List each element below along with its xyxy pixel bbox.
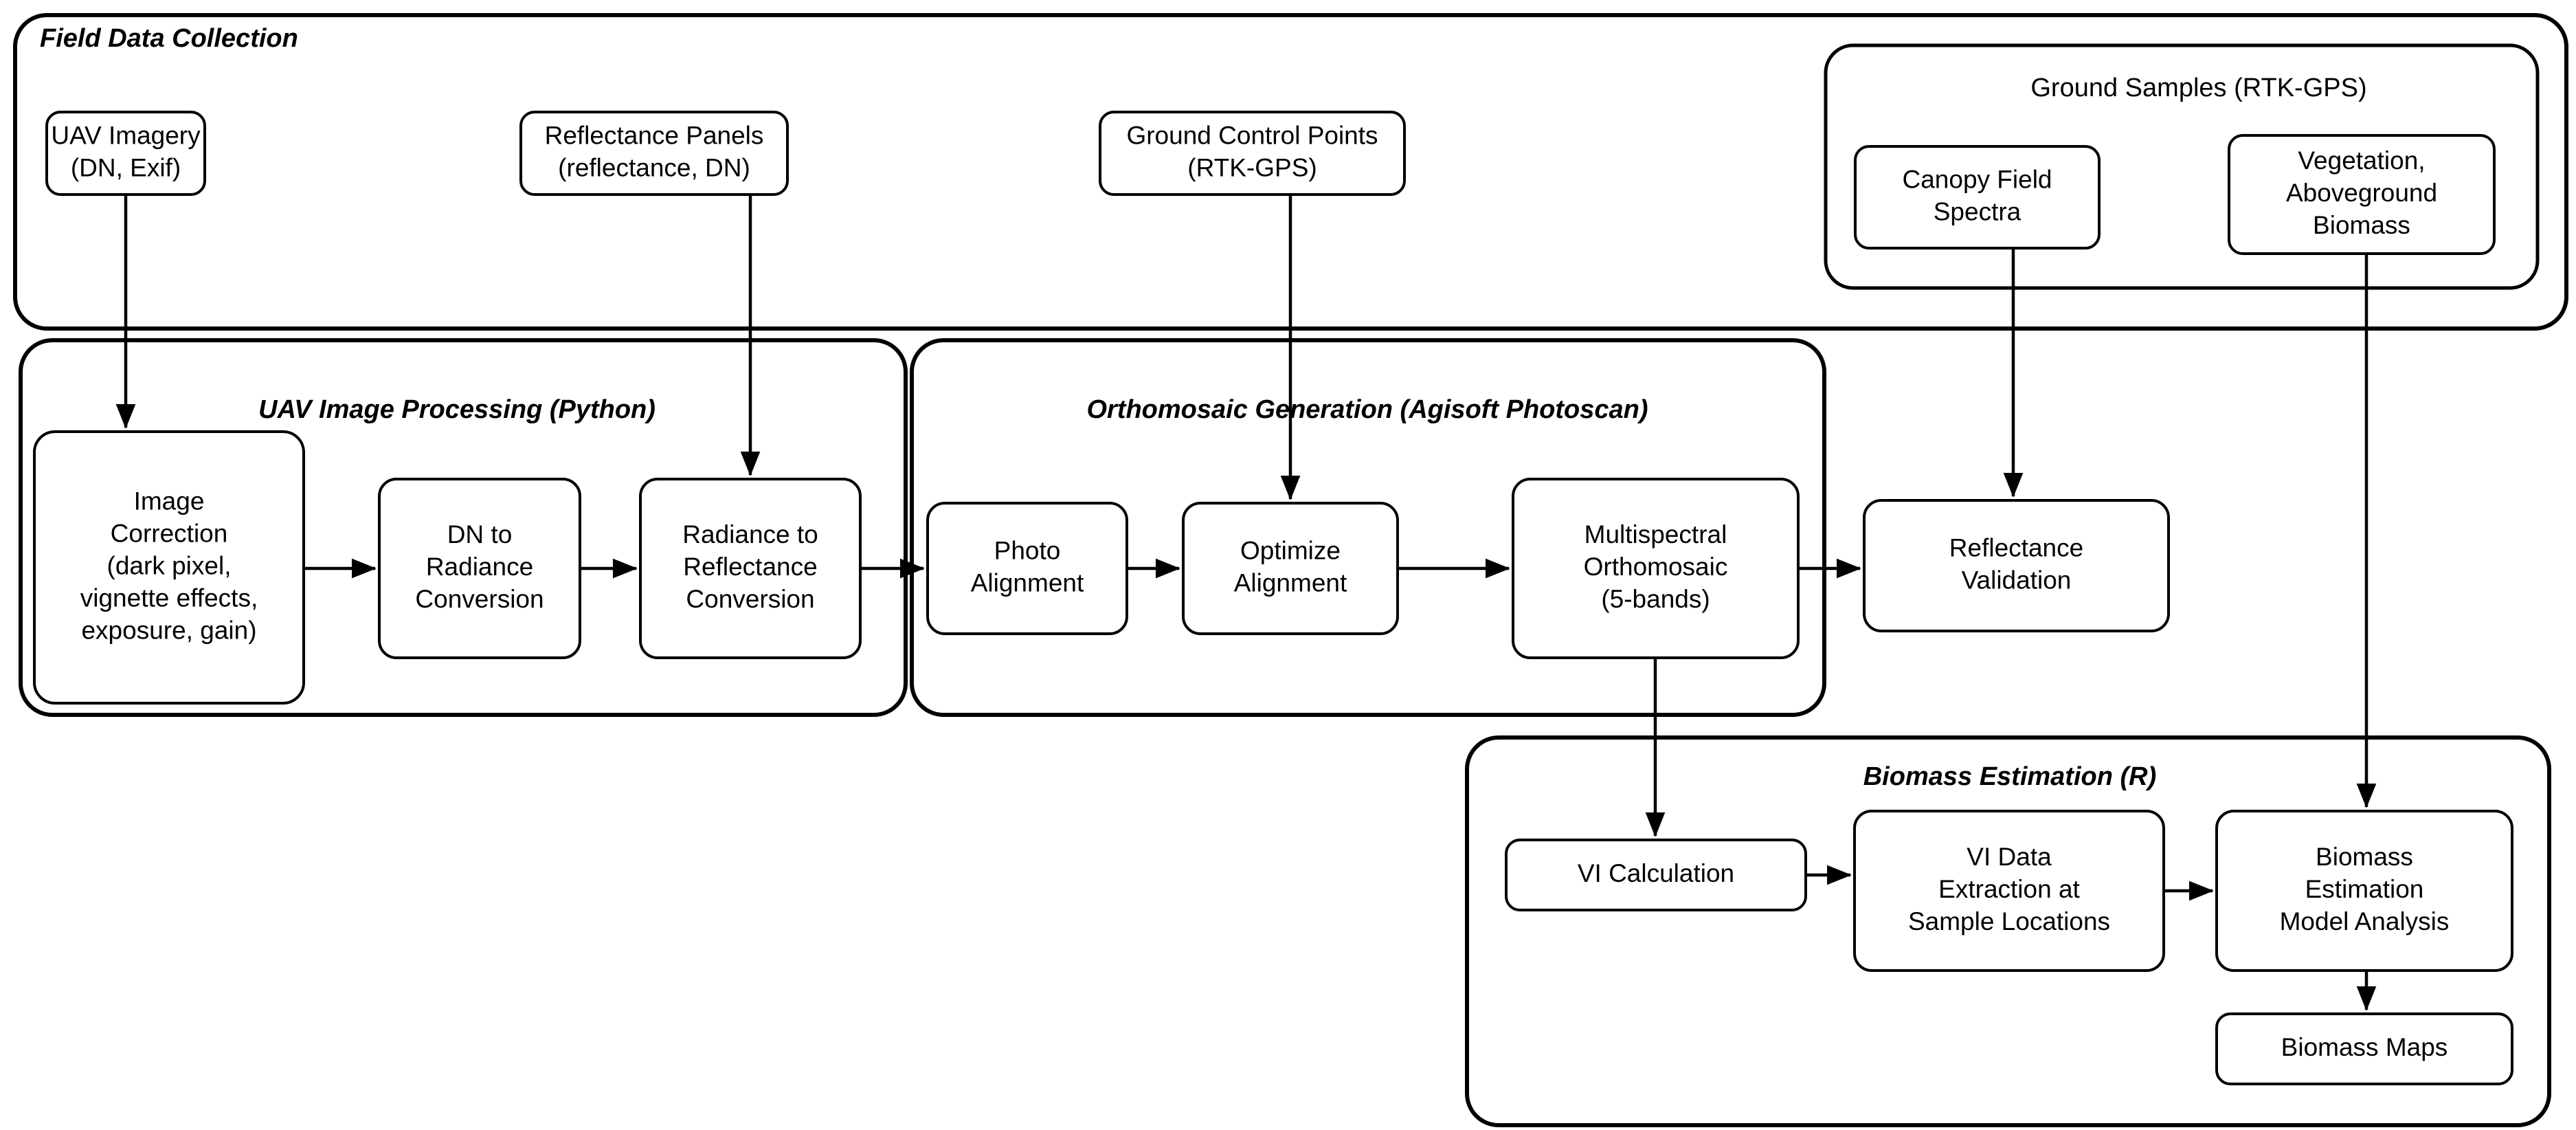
node-dn-to-radiance-label-line-3: Conversion [415,585,544,613]
node-radiance-to-reflectance-label-line-2: Reflectance [683,553,817,581]
subgroup-ground-samples-title: Ground Samples (RTK-GPS) [2030,74,2366,102]
group-biomass-estimation-title: Biomass Estimation (R) [1863,762,2157,791]
node-vegetation-biomass-label-line-1: Vegetation, [2298,146,2425,175]
node-reflectance-validation-box[interactable] [1863,499,2170,632]
node-vi-data-extraction-label-line-3: Sample Locations [1908,907,2110,935]
node-reflectance-validation-label-line-1: Reflectance [1949,533,2083,562]
node-biomass-model-analysis-label-line-2: Estimation [2305,875,2424,903]
node-dn-to-radiance-label-line-2: Radiance [426,553,533,581]
node-biomass-maps-label-line-1: Biomass Maps [2281,1033,2448,1061]
node-radiance-to-reflectance-label-line-3: Conversion [686,585,814,613]
node-vi-calculation[interactable]: VI Calculation [1505,839,1807,911]
node-reflectance-panels[interactable]: Reflectance Panels (reflectance, DN) [519,111,789,196]
node-image-correction-label-line-1: Image [134,487,205,515]
node-multispectral-orthomosaic-label-line-1: Multispectral [1584,520,1727,549]
node-image-correction-label-line-3: (dark pixel, [107,551,232,579]
node-image-correction-label-line-5: exposure, gain) [81,616,256,644]
node-reflectance-validation-label-line-2: Validation [1962,566,2072,594]
node-canopy-field-spectra-box[interactable] [1854,145,2101,250]
node-optimize-alignment-label-line-1: Optimize [1240,536,1341,564]
node-multispectral-orthomosaic-label-line-2: Orthomosaic [1584,553,1728,581]
edges-layer [115,195,2377,1011]
node-ground-control-points-box[interactable] [1099,111,1406,196]
node-ground-control-points-label-line-2: (RTK-GPS) [1187,153,1317,181]
node-uav-imagery-label-line-2: (DN, Exif) [71,153,181,181]
group-orthomosaic-generation-title: Orthomosaic Generation (Agisoft Photosca… [1086,395,1648,424]
node-photo-alignment-label-line-2: Alignment [971,568,1084,597]
node-uav-imagery-label-line-1: UAV Imagery [51,121,201,149]
node-ground-control-points[interactable]: Ground Control Points (RTK-GPS) [1099,111,1406,196]
node-reflectance-panels-label-line-2: (reflectance, DN) [558,153,750,181]
node-biomass-model-analysis-label-line-3: Model Analysis [2280,907,2450,935]
node-vi-data-extraction-label-line-1: VI Data [1967,843,2052,871]
node-reflectance-panels-box[interactable] [519,111,789,196]
node-vegetation-biomass-label-line-3: Biomass [2313,211,2410,239]
node-vi-calculation-label-line-1: VI Calculation [1578,859,1734,887]
nodes-layer: UAV Imagery (DN, Exif) Reflectance Panels (… [33,111,2513,1085]
node-multispectral-orthomosaic-label-line-3: (5-bands) [1601,585,1710,613]
node-vegetation-biomass-box[interactable] [2228,134,2496,255]
node-vegetation-biomass-label-line-2: Aboveground [2286,179,2437,207]
node-canopy-field-spectra-label-line-1: Canopy Field [1902,165,2052,193]
node-ground-control-points-label-line-1: Ground Control Points [1126,121,1378,149]
node-biomass-maps[interactable]: Biomass Maps [2215,1012,2513,1085]
node-biomass-model-analysis-label-line-1: Biomass [2316,843,2413,871]
node-photo-alignment-label-line-1: Photo [994,536,1061,564]
node-dn-to-radiance-label-line-1: DN to [447,520,513,549]
node-optimize-alignment-label-line-2: Alignment [1234,568,1347,597]
node-biomass-maps-box[interactable] [2215,1012,2513,1085]
node-image-correction-label-line-4: vignette effects, [80,584,258,612]
node-canopy-field-spectra-label-line-2: Spectra [1934,197,2021,225]
node-vi-data-extraction-label-line-2: Extraction at [1938,875,2080,903]
node-image-correction-label-line-2: Correction [111,519,228,547]
group-field-data-collection-title: Field Data Collection [40,24,298,53]
group-uav-image-processing-title: UAV Image Processing (Python) [258,395,656,424]
node-reflectance-panels-label-line-1: Reflectance Panels [545,121,764,149]
node-radiance-to-reflectance-label-line-1: Radiance to [682,520,818,549]
node-uav-imagery[interactable]: UAV Imagery (DN, Exif) [45,111,206,196]
node-biomass-model-analysis-box[interactable] [2215,810,2513,972]
